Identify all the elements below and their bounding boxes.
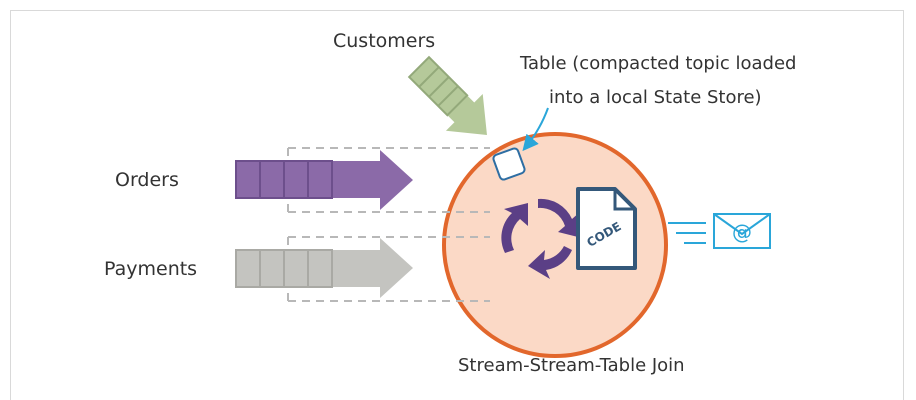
diagram-canvas: CODE @ Customers Table (compacted topic … [10,10,904,400]
customers-label: Customers [333,30,435,52]
figure-border [10,10,904,400]
annotation-arrow [522,107,549,152]
code-document-icon: CODE [576,187,637,270]
customers-stream-arrow [407,55,487,135]
state-store-table [492,147,526,181]
orders-label: Orders [115,169,179,191]
annotation-line2: into a local State Store) [549,87,762,108]
annotation-line1: Table (compacted topic loaded [519,53,796,74]
payments-label: Payments [104,258,197,280]
svg-text:@: @ [732,220,752,244]
orders-stream-arrow [235,150,413,210]
processing-cycle-icon [501,198,582,279]
diagram-svg: CODE @ Customers Table (compacted topic … [104,30,796,376]
payments-stream-arrow [235,238,413,298]
email-icon: @ [668,213,771,249]
diagram-title: Stream-Stream-Table Join [458,355,685,376]
